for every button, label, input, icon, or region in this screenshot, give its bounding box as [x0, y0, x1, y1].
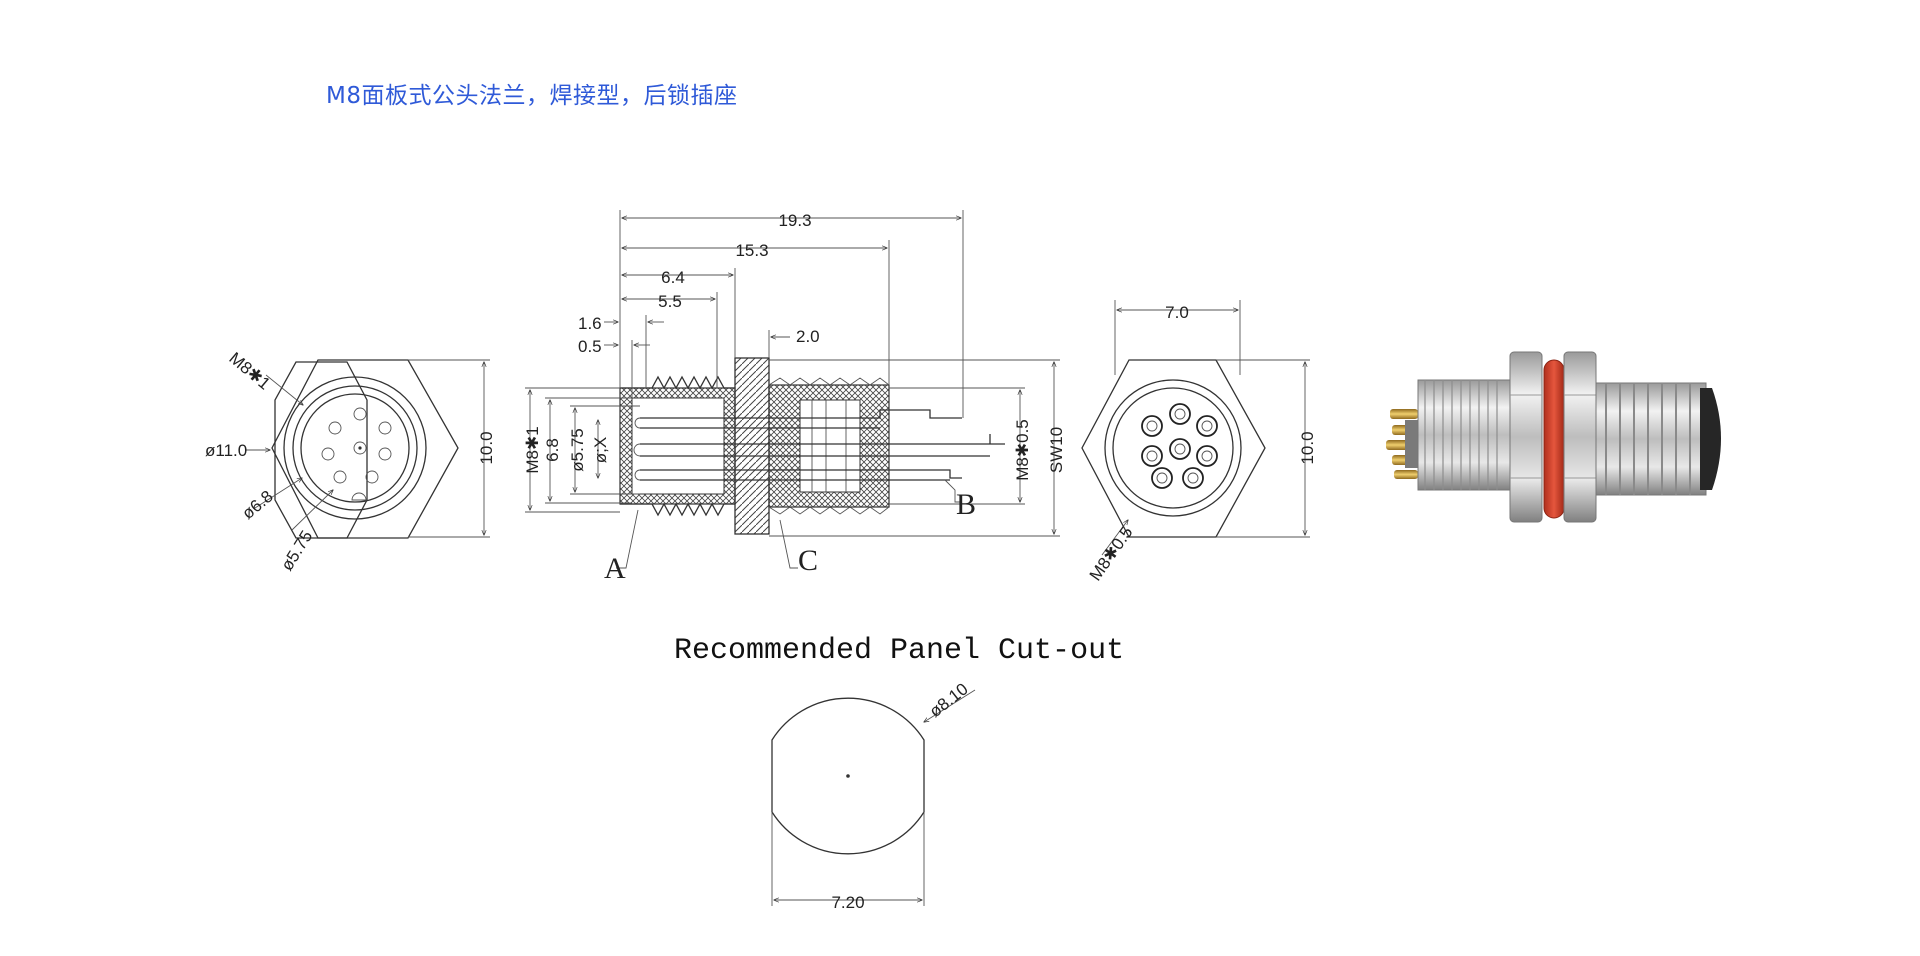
rear-width-dim: 7.0 — [1165, 303, 1189, 322]
dim-dia-575: ø5.75 — [568, 428, 587, 471]
callout-a: A — [604, 552, 626, 585]
rear-view: 7.0 10.0 M8✱0.5 — [1081, 300, 1317, 584]
product-photo — [1386, 351, 1721, 523]
dim-sw: SW10 — [1047, 427, 1066, 473]
core-circle — [300, 393, 410, 503]
dim-2-0: 2.0 — [796, 327, 820, 346]
front-dia-core-label: ø5.75 — [277, 527, 316, 574]
rear-thread-label: M8✱0.5 — [1086, 523, 1137, 584]
dim-6-4: 6.4 — [661, 268, 685, 287]
panel-cutout: Recommended Panel Cut-out ø8.10 7.20 — [674, 634, 1124, 912]
rear-height-dim: 10.0 — [1298, 431, 1317, 464]
dim-1-6: 1.6 — [578, 314, 602, 333]
section-pins — [633, 409, 1005, 481]
cutout-flat-width: 7.20 — [831, 893, 864, 912]
dim-5-5: 5.5 — [658, 292, 682, 311]
front-dia-inner-label: ø6.8 — [238, 487, 276, 523]
thread-circle — [283, 376, 427, 520]
front-thread-label: M8✱1 — [225, 349, 273, 394]
side-view: 19.3 15.3 6.4 5.5 1.6 0.5 2.0 M8✱1 6.8 ø… — [523, 210, 1066, 585]
flange-c — [734, 357, 770, 535]
front-view: 10.0 M8✱1 ø11.0 ø6.8 ø5.75 — [205, 349, 496, 575]
cutout-title: Recommended Panel Cut-out — [674, 634, 1124, 668]
rear-hex-outline — [1081, 359, 1266, 538]
dim-left-thread: M8✱1 — [523, 426, 542, 473]
callout-c: C — [798, 544, 818, 577]
cutout-center — [846, 774, 850, 778]
dim-total-length: 19.3 — [778, 211, 811, 230]
dim-body-length: 15.3 — [735, 241, 768, 260]
front-pin-holes — [321, 407, 392, 501]
callout-b: B — [956, 488, 976, 521]
dim-6-8: 6.8 — [543, 438, 562, 462]
cutout-diameter-label: ø8.10 — [926, 679, 972, 721]
rear-pins — [1141, 403, 1218, 489]
inner-circle — [292, 385, 418, 511]
dim-dia-x: ø;X — [591, 437, 610, 463]
page-title: M8面板式公头法兰，焊接型，后锁插座 — [326, 83, 738, 109]
dim-right-thread: M8✱0.5 — [1013, 419, 1032, 481]
front-dia-outer-label: ø11.0 — [205, 441, 247, 460]
dim-0-5: 0.5 — [578, 337, 602, 356]
front-height-dim: 10.0 — [477, 431, 496, 464]
hex-flange-outline — [274, 361, 368, 539]
